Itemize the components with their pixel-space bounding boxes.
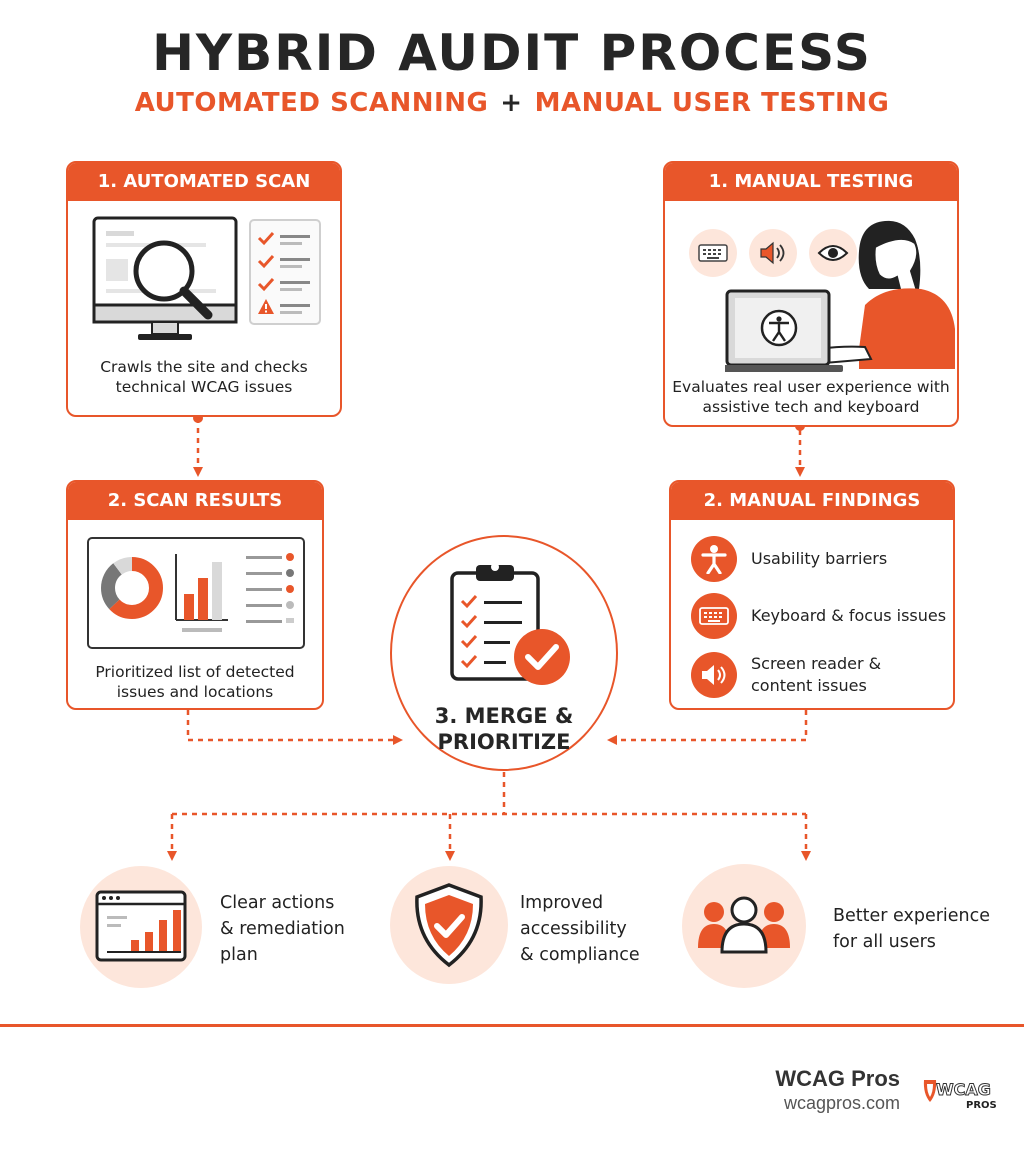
finding-usability: Usability barriers [691,536,887,582]
outcome-accessibility-line3: & compliance [520,945,640,965]
keyboard-icon [691,593,737,639]
subtitle-automated: AUTOMATED SCANNING [134,88,489,118]
automated-scan-title: 1. AUTOMATED SCAN [68,163,340,201]
brand-url: wcagpros.com [783,1093,900,1113]
footer-brand: WCAG Pros wcagpros.com [775,1066,900,1114]
logo-text-bottom: PROS [966,1100,997,1111]
page-subtitle: AUTOMATED SCANNING + MANUAL USER TESTING [0,88,1024,118]
manual-findings-card: 2. MANUAL FINDINGS Usability barriers Ke… [669,480,955,710]
outcome-accessibility-line1: Improved [520,893,604,913]
outcome-actions-text: Clear actions & remediation plan [220,890,345,968]
finding-keyboard: Keyboard & focus issues [691,593,946,639]
eye-icon [809,229,857,277]
finding-screen-reader: Screen reader & content issues [691,652,881,698]
logo-text-top: WCAG [936,1080,991,1099]
merge-prioritize-circle: 3. MERGE & PRIORITIZE [390,535,618,771]
scan-results-title: 2. SCAN RESULTS [68,482,322,520]
automated-scan-caption-line1: Crawls the site and checks [100,358,308,376]
scan-results-card: 2. SCAN RESULTS Prioritized list of dete… [66,480,324,710]
wcag-pros-logo: WCAG PROS [923,1080,997,1111]
outcome-actions-line1: Clear actions [220,893,335,913]
automated-scan-caption-line2: technical WCAG issues [115,378,293,396]
speaker-icon [749,229,797,277]
page-title: HYBRID AUDIT PROCESS [152,24,872,82]
dashboard-chart-icon [87,537,305,649]
footer-divider [0,1024,1024,1027]
shield-check-icon [390,866,508,984]
brand-name: WCAG Pros [775,1066,900,1091]
clipboard-check-icon [450,563,570,685]
outcome-accessibility-text: Improved accessibility & compliance [520,890,640,968]
scan-results-caption-line2: issues and locations [116,683,274,701]
finding-usability-text: Usability barriers [751,549,888,568]
outcome-experience-text: Better experience for all users [833,903,990,955]
merge-label-line2: PRIORITIZE [437,730,571,754]
outcome-experience-line2: for all users [833,932,936,952]
speaker-icon [691,652,737,698]
finding-keyboard-text: Keyboard & focus issues [751,606,947,625]
monitor-magnifier-icon [92,216,321,340]
scan-results-caption-line1: Prioritized list of detected [95,663,295,681]
outcome-actions-line2: & remediation [220,919,345,939]
manual-testing-caption-line2: assistive tech and keyboard [702,398,920,416]
manual-testing-caption-line1: Evaluates real user experience with [672,378,950,396]
finding-screen-reader-line2: content issues [751,676,867,695]
outcome-actions-line3: plan [220,945,258,965]
outcome-experience-line1: Better experience [833,906,991,926]
manual-testing-card: 1. MANUAL TESTING Evaluates real user ex… [663,161,959,427]
manual-findings-title: 2. MANUAL FINDINGS [671,482,953,520]
connector-results-to-merge [186,710,403,745]
connector-findings-to-merge [607,710,808,745]
subtitle-plus: + [500,88,523,118]
automated-scan-card: 1. AUTOMATED SCAN Crawls the site and ch… [66,161,342,417]
outcome-accessibility-line2: accessibility [520,919,627,939]
person-laptop-illustration [725,220,955,372]
accessibility-person-icon [691,536,737,582]
subtitle-manual: MANUAL USER TESTING [534,88,890,118]
merge-label-line1: 3. MERGE & [434,704,574,728]
finding-screen-reader-line1: Screen reader & [751,654,882,673]
keyboard-icon [689,229,737,277]
chart-window-icon [80,866,202,988]
manual-testing-title: 1. MANUAL TESTING [665,163,957,201]
users-group-icon [682,864,806,988]
